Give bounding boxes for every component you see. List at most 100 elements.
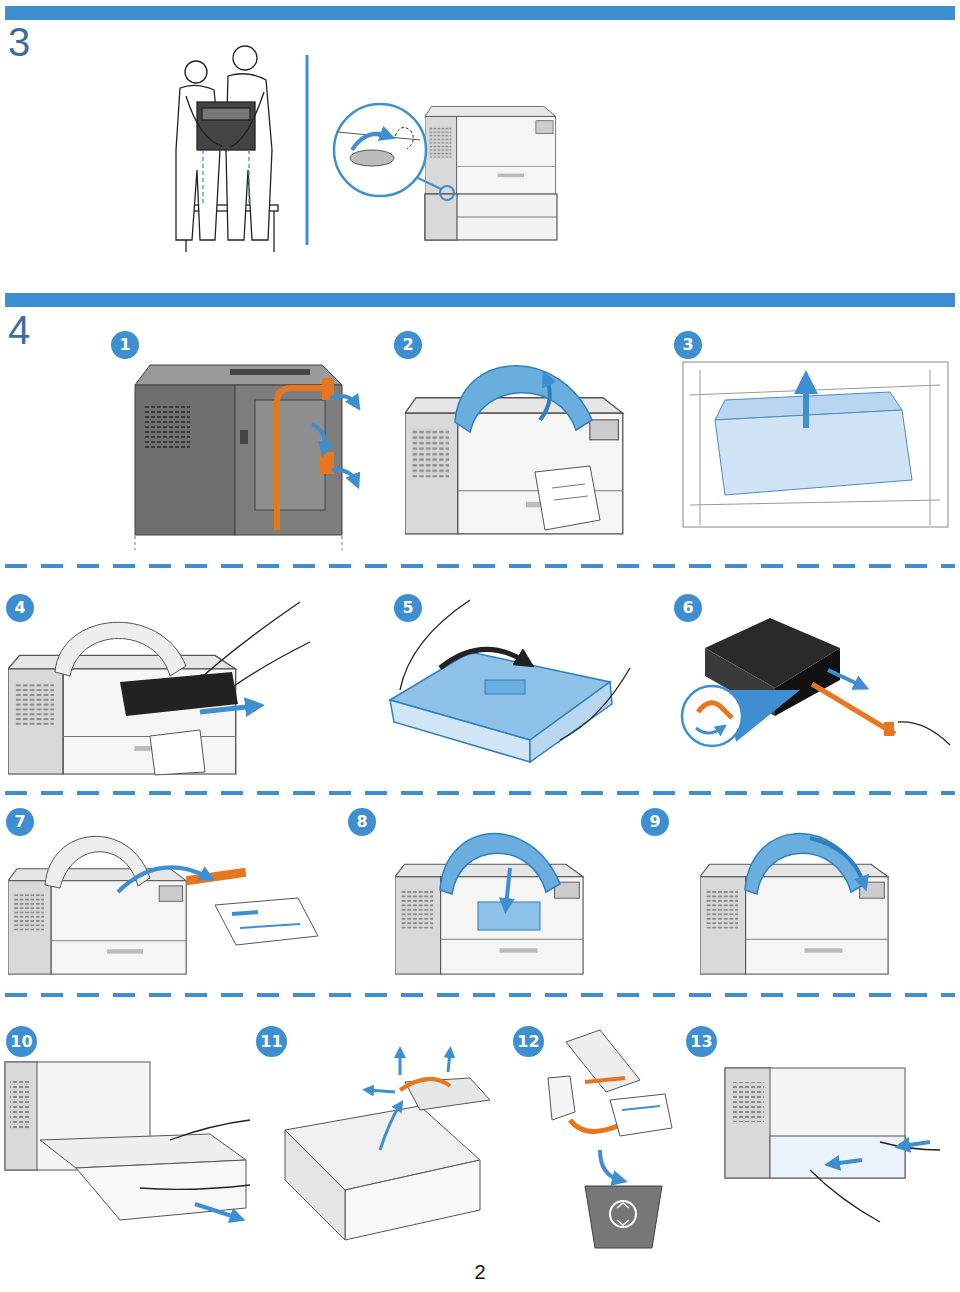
badge-circle — [348, 808, 376, 836]
printer-back-tape — [145, 405, 190, 450]
step-badge: 10 — [6, 1026, 37, 1057]
lifting-people — [176, 46, 278, 252]
tray-close — [880, 1142, 940, 1150]
cartridge-insert — [478, 902, 540, 930]
cover-close — [745, 834, 865, 894]
badge-circle — [111, 331, 139, 359]
tray-close — [832, 1160, 862, 1164]
tray-open — [170, 1120, 250, 1140]
shipping-lock-removal — [215, 898, 318, 945]
printer-back-tape — [332, 470, 356, 482]
tray-packing — [368, 1090, 395, 1092]
printer-cover-open — [405, 366, 623, 534]
recycle-packing — [585, 1078, 625, 1082]
tray-close — [810, 1170, 880, 1222]
printer-back-tape — [135, 536, 136, 550]
badge-circle — [256, 1026, 287, 1057]
tray-packing — [285, 1052, 490, 1240]
step-badge: 9 — [641, 808, 669, 836]
printer-back-tape — [135, 365, 342, 385]
tray-open — [5, 1062, 37, 1170]
seal-tape-pull — [682, 686, 742, 746]
callout-number: 7 — [14, 814, 25, 830]
section-bar — [5, 6, 955, 20]
tray-open — [140, 1185, 250, 1189]
seal-tape-pull — [682, 618, 950, 746]
step-badge: 2 — [394, 331, 422, 359]
printer-back-tape — [330, 396, 356, 404]
printer-with-tray — [334, 104, 557, 240]
badge-circle — [686, 1026, 717, 1057]
shipping-lock-removal — [240, 924, 300, 928]
printer-cover-open — [535, 466, 600, 530]
badge-circle — [6, 808, 34, 836]
step-divider — [5, 564, 955, 568]
lifting-people — [202, 108, 250, 120]
step-badge: 7 — [6, 808, 34, 836]
callout-number: 12 — [517, 1034, 539, 1050]
lifting-people — [197, 102, 255, 150]
cartridge-removal — [150, 730, 205, 775]
callout-number: 13 — [690, 1034, 712, 1050]
cover-close — [700, 834, 888, 974]
packing-removal — [690, 370, 940, 525]
section-number: 4 — [8, 310, 30, 350]
tray-open — [195, 1204, 238, 1218]
recycle-packing — [610, 1094, 672, 1136]
printer-with-tray — [395, 127, 413, 149]
shipping-lock-removal — [232, 912, 258, 914]
shipping-lock-removal — [8, 836, 318, 974]
section-bar — [5, 6, 955, 307]
printer-with-tray — [425, 194, 557, 240]
step-badge: 8 — [348, 808, 376, 836]
step-badge: 13 — [686, 1026, 717, 1057]
recycle-packing — [600, 1150, 620, 1180]
printer-with-tray — [425, 194, 457, 240]
printer-back-tape — [320, 452, 334, 474]
shipping-lock-removal — [8, 869, 186, 974]
step-badge: 4 — [6, 594, 34, 622]
callout-number: 5 — [402, 600, 413, 616]
step-badge: 1 — [111, 331, 139, 359]
cartridge-removal — [55, 622, 186, 676]
seal-tape-pull — [812, 684, 895, 734]
badge-circle — [394, 331, 422, 359]
callout-number: 6 — [682, 600, 693, 616]
recycle-packing — [548, 1076, 575, 1120]
step-badge: 3 — [674, 331, 702, 359]
separator-line — [306, 55, 309, 245]
recycle-packing — [570, 1120, 620, 1131]
printer-back-tape — [277, 388, 334, 530]
printer-with-tray — [352, 134, 388, 150]
tray-packing — [400, 1079, 450, 1090]
cartridge-rocking — [530, 682, 612, 762]
printer-back-tape — [312, 424, 325, 450]
seal-tape-pull — [884, 722, 894, 736]
printer-with-tray — [334, 104, 426, 196]
printer-back-tape — [240, 430, 248, 444]
printer-with-tray — [440, 186, 454, 200]
tray-open — [5, 1062, 250, 1220]
cartridge-rocking — [485, 680, 525, 694]
recycle-packing — [610, 1201, 636, 1227]
printer-cover-open — [552, 484, 585, 488]
cartridge-removal — [8, 602, 310, 775]
badge-circle — [6, 594, 34, 622]
step-badge: 12 — [513, 1026, 544, 1057]
seal-tape-pull — [775, 648, 840, 716]
packing-removal — [715, 410, 912, 495]
tray-open — [76, 1160, 246, 1220]
tray-packing — [345, 1160, 480, 1240]
cartridge-removal — [212, 642, 310, 702]
badge-circle — [674, 594, 702, 622]
cover-close — [810, 838, 864, 884]
step-badge: 5 — [394, 594, 422, 622]
recycle-packing — [548, 1030, 672, 1248]
tray-close — [902, 1142, 930, 1146]
printer-back-tape — [342, 536, 343, 550]
callout-number: 1 — [119, 337, 130, 353]
lifting-people — [202, 150, 203, 204]
step-divider — [5, 993, 955, 997]
